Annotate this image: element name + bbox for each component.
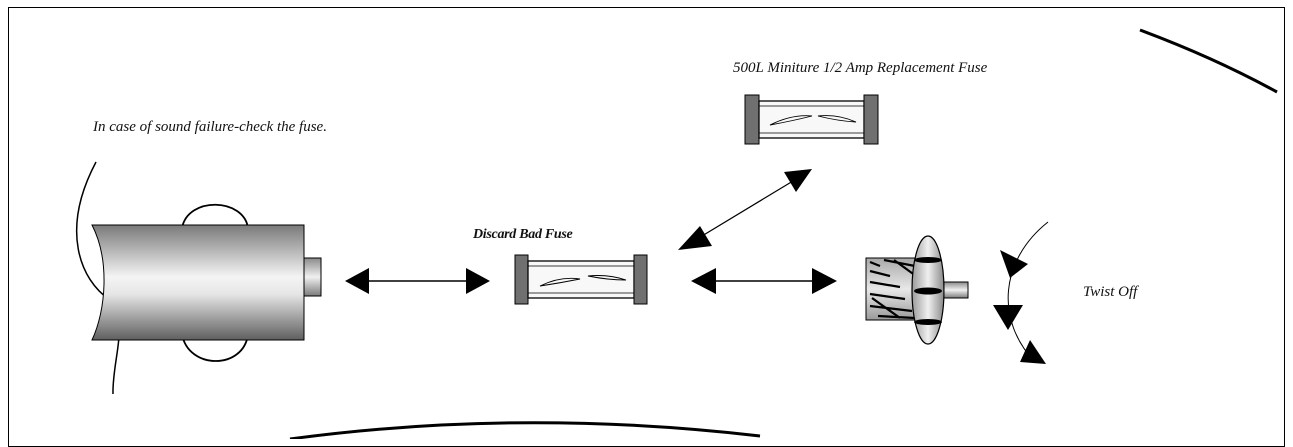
instruction-text: In case of sound failure-check the fuse.: [93, 119, 327, 135]
bottom-arc: [289, 421, 761, 439]
replacement-fuse-label: 500L Miniture 1/2 Amp Replacement Fuse: [733, 60, 988, 76]
discard-fuse-label: Discard Bad Fuse: [473, 227, 573, 242]
twist-direction-icon: [993, 221, 1049, 364]
double-arrow-to-replacement: [678, 169, 812, 250]
bad-fuse-icon: [514, 254, 648, 305]
plug-body-icon: [91, 203, 322, 362]
double-arrow-fuse-to-tip: [691, 268, 837, 294]
plug-tip-icon: [865, 235, 969, 345]
twist-off-label: Twist Off: [1083, 284, 1138, 300]
double-arrow-plug-to-fuse: [345, 268, 490, 294]
replacement-fuse-icon: [744, 94, 879, 145]
upper-right-arc: [1139, 28, 1278, 94]
